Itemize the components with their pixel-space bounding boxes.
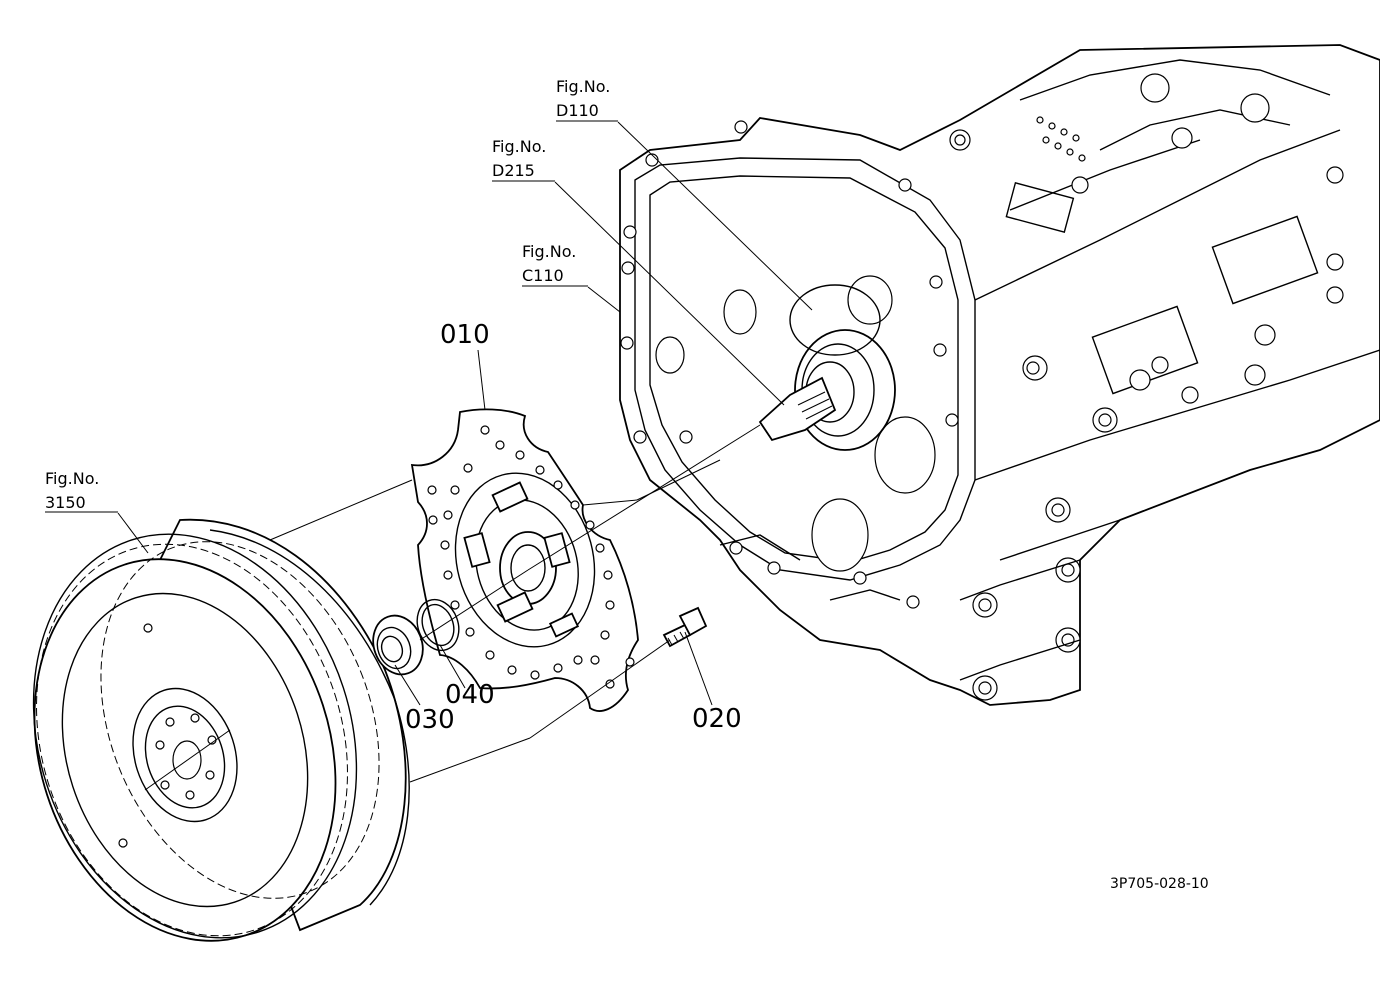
pilot-bearing bbox=[372, 614, 424, 676]
clutch-disc bbox=[410, 408, 639, 712]
callout-fig-c110-line1: Fig.No. bbox=[522, 242, 576, 261]
part-number-040: 040 bbox=[445, 680, 495, 710]
callout-fig-c110-line2: C110 bbox=[522, 266, 564, 285]
callout-fig-3150: Fig.No. 3150 bbox=[45, 469, 99, 512]
callout-fig-3150-line2: 3150 bbox=[45, 493, 86, 512]
callout-fig-d110-line1: Fig.No. bbox=[556, 77, 610, 96]
flywheel bbox=[32, 518, 410, 942]
callout-fig-d215: Fig.No. D215 bbox=[492, 137, 546, 180]
drawing-code: 3P705-028-10 bbox=[1110, 876, 1209, 892]
callout-fig-d215-line1: Fig.No. bbox=[492, 137, 546, 156]
part-number-020: 020 bbox=[692, 704, 742, 734]
transmission-housing bbox=[619, 44, 1380, 706]
callout-fig-d215-line2: D215 bbox=[492, 161, 535, 180]
part-number-030: 030 bbox=[405, 705, 455, 735]
leader-lines bbox=[45, 120, 813, 783]
part-number-010: 010 bbox=[440, 320, 490, 350]
flywheel-bolt bbox=[662, 606, 708, 648]
snap-ring bbox=[416, 598, 460, 652]
callout-fig-c110: Fig.No. C110 bbox=[522, 242, 576, 285]
callout-fig-d110-line2: D110 bbox=[556, 101, 599, 120]
callout-fig-3150-line1: Fig.No. bbox=[45, 469, 99, 488]
callout-fig-d110: Fig.No. D110 bbox=[556, 77, 610, 120]
